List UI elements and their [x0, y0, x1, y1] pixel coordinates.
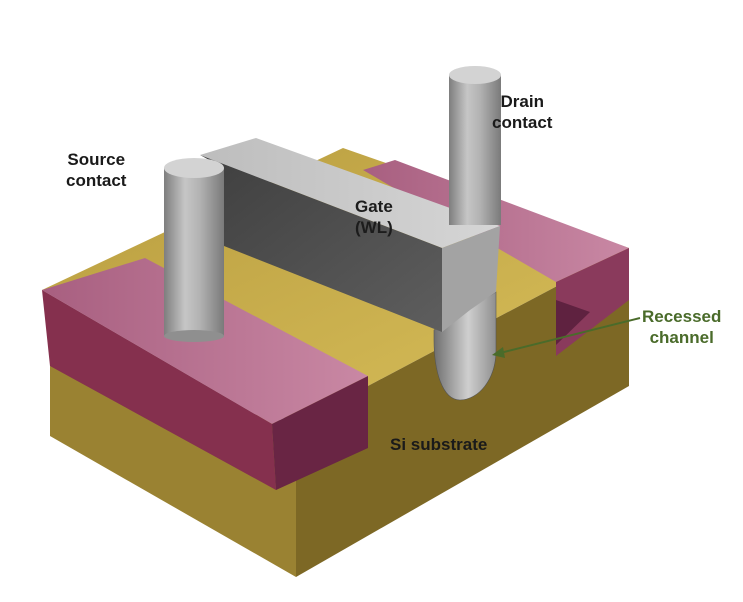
source-contact-bottom: [164, 330, 224, 342]
drain-label-line1: Drain: [500, 92, 544, 111]
pointer-arrowhead: [492, 347, 505, 358]
gate-end-face: [442, 226, 500, 332]
source-contact-top: [164, 158, 224, 178]
recessed-label-line1: Recessed: [642, 307, 722, 326]
recessed-label-line2: channel: [649, 328, 714, 347]
recessed-trench: [433, 291, 497, 401]
gate-wordline: [200, 138, 500, 332]
source-contact-label: Source contact: [66, 149, 126, 191]
recessed-channel-label: Recessed channel: [642, 306, 721, 348]
left-block-side: [272, 376, 368, 490]
drain-contact-label: Drain contact: [492, 91, 552, 133]
right-block-front: [556, 248, 629, 356]
drain-contact-top: [449, 66, 501, 84]
left-block-front: [42, 290, 276, 490]
gate-front-face: [200, 155, 442, 332]
recessed-channel-pointer: [492, 317, 641, 358]
drain-contact: [449, 66, 501, 225]
drain-label-line2: contact: [492, 113, 553, 132]
source-label-line1: Source: [67, 150, 126, 169]
si-substrate-label: Si substrate: [390, 434, 487, 455]
source-contact: [164, 158, 224, 342]
pointer-line: [499, 317, 641, 354]
gate-label-line1: Gate: [355, 197, 393, 216]
substrate-label-text: Si substrate: [390, 435, 488, 454]
right-block-dip: [556, 300, 590, 345]
substrate-right-face: [296, 248, 629, 577]
gate-top-face: [200, 138, 500, 248]
drain-contact-body: [449, 75, 501, 225]
source-label-line2: contact: [66, 171, 127, 190]
gate-label-line2: (WL): [355, 218, 393, 237]
gate-label: Gate (WL): [355, 196, 393, 238]
source-contact-body: [164, 168, 224, 336]
